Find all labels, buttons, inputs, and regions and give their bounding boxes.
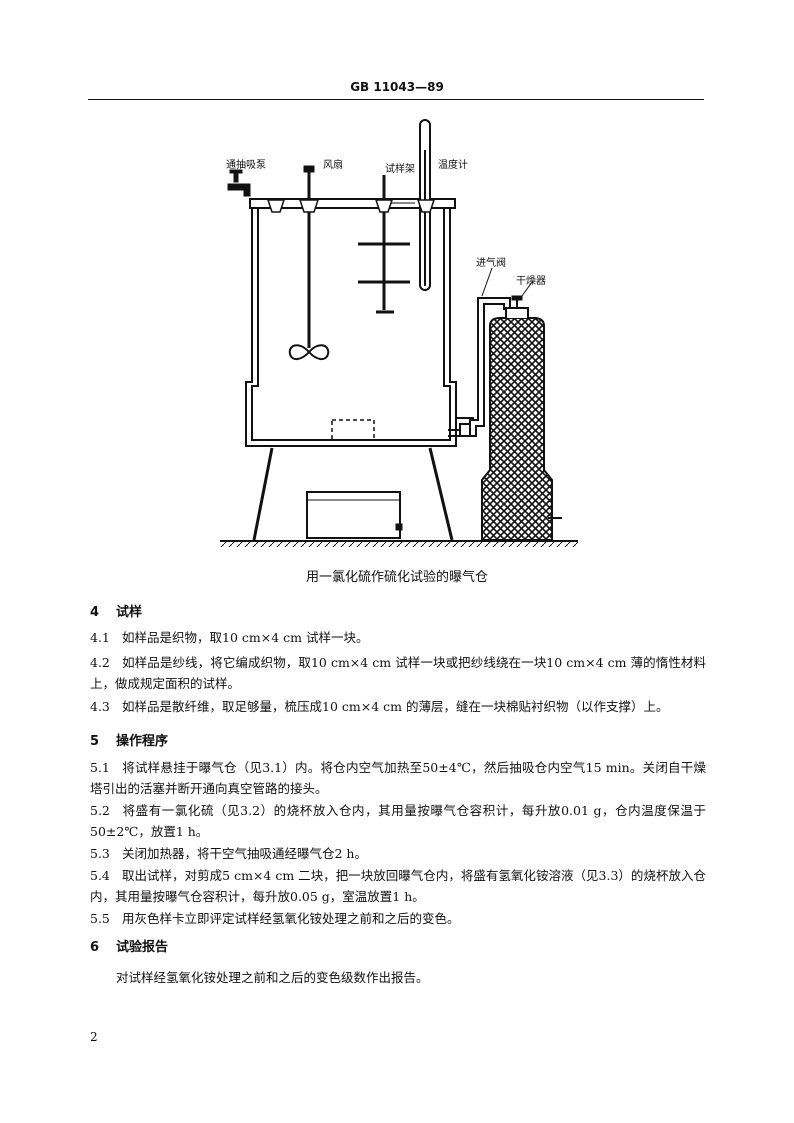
page-number: 2	[90, 1030, 98, 1044]
section-title: 试样	[116, 605, 143, 620]
paragraph-5-5: 5.5 用灰色样卡立即评定试样经氢氧化铵处理之前和之后的变色。	[90, 908, 706, 929]
clause-text: 取出试样，对剪成5 cm×4 cm 二块，把一块放回曝气仓内，将盛有氢氧化铵溶液…	[90, 868, 706, 904]
clause-number: 5.5	[90, 911, 110, 926]
inlet-valve	[448, 297, 511, 437]
heater	[306, 491, 403, 539]
label-rack: 试样架	[385, 164, 415, 175]
section-heading-6: 6 试验报告	[90, 936, 168, 955]
exposure-chamber-diagram	[220, 119, 578, 547]
clause-text: 如样品是织物，取10 cm×4 cm 试样一块。	[122, 630, 369, 645]
beaker-outline	[331, 419, 375, 441]
dryer	[481, 295, 562, 541]
fan	[288, 165, 330, 360]
section-heading-4: 4 试样	[90, 601, 142, 620]
clause-text: 如样品是纱线，将它编成织物，取10 cm×4 cm 试样一块或把纱线绕在一块10…	[90, 655, 706, 691]
ground	[220, 540, 578, 547]
header-rule	[88, 99, 704, 100]
clause-text: 用灰色样卡立即评定试样经氢氧化铵处理之前和之后的变色。	[122, 911, 460, 926]
section-title: 操作程序	[116, 734, 169, 749]
clause-text: 将试样悬挂于曝气仓（见3.1）内。将仓内空气加热至50±4℃，然后抽吸仓内空气1…	[90, 760, 706, 796]
page-header-code: GB 11043—89	[350, 80, 444, 94]
section-number: 5	[90, 734, 100, 749]
chamber-legs	[252, 447, 454, 541]
label-pump: 通抽吸泵	[226, 160, 266, 171]
label-dryer: 干燥器	[516, 276, 546, 287]
clause-text: 关闭加热器，将干空气抽吸通经曝气仓2 h。	[122, 846, 367, 861]
clause-number: 4.1	[90, 630, 110, 645]
clause-number: 5.3	[90, 846, 110, 861]
figure-caption: 用一氯化硫作硫化试验的曝气仓	[305, 570, 488, 585]
clause-number: 4.2	[90, 655, 110, 670]
paragraph-4-3: 4.3 如样品是散纤维，取足够量，梳压成10 cm×4 cm 的薄层，缝在一块棉贴…	[90, 696, 706, 717]
paragraph-4-1: 4.1 如样品是织物，取10 cm×4 cm 试样一块。	[90, 627, 706, 648]
sample-rack	[358, 175, 410, 314]
clause-number: 5.4	[90, 868, 110, 883]
label-fan: 风扇	[323, 160, 343, 171]
clause-number: 4.3	[90, 699, 110, 714]
thermometer	[416, 119, 436, 291]
paragraph-6: 对试样经氢氧化铵处理之前和之后的变色级数作出报告。	[116, 970, 429, 985]
clause-text: 如样品是散纤维，取足够量，梳压成10 cm×4 cm 的薄层，缝在一块棉贴衬织物…	[122, 699, 669, 714]
leader-lines	[481, 267, 533, 297]
section-heading-5: 5 操作程序	[90, 730, 168, 749]
section-title: 试验报告	[116, 940, 169, 955]
section-number: 6	[90, 940, 100, 955]
section-number: 4	[90, 605, 100, 620]
clause-text: 将盛有一氯化硫（见3.2）的烧杯放入仓内，其用量按曝气仓容积计，每升放0.01 …	[90, 803, 706, 839]
paragraph-5-3: 5.3 关闭加热器，将干空气抽吸通经曝气仓2 h。	[90, 843, 706, 864]
clause-number: 5.1	[90, 760, 110, 775]
clause-number: 5.2	[90, 803, 110, 818]
pump-tap	[227, 169, 286, 213]
label-thermometer: 温度计	[438, 160, 468, 171]
label-inlet-valve: 进气阀	[476, 258, 506, 269]
